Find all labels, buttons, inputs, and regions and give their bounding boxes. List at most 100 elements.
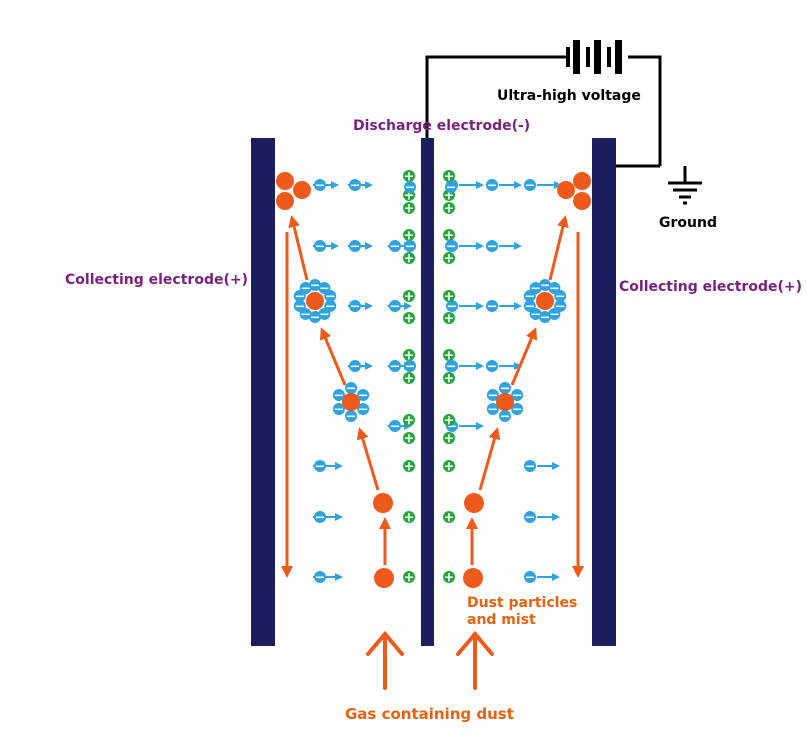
particle-path-arrow [288, 215, 309, 281]
positive-ion: + [403, 372, 415, 387]
svg-text:−: − [346, 410, 357, 425]
svg-text:+: + [404, 349, 415, 364]
svg-text:−: − [315, 511, 326, 526]
svg-text:−: − [325, 299, 336, 314]
particle-path-arrow [510, 327, 538, 386]
svg-text:+: + [444, 432, 455, 447]
charged-dust-particle: −−−−−− [486, 382, 524, 425]
svg-text:+: + [444, 170, 455, 185]
svg-text:−: − [530, 307, 541, 322]
negative-ion: − [486, 240, 498, 255]
svg-text:−: − [346, 382, 357, 397]
svg-text:+: + [404, 202, 415, 217]
charged-dust-particle: −−−−−−−−−− [293, 279, 337, 326]
negative-ion: − [445, 240, 457, 255]
particle-path-arrow [356, 427, 380, 491]
positive-ion: + [443, 229, 455, 244]
negative-ion: − [349, 179, 361, 194]
ground-label: Ground [659, 215, 717, 231]
dust-particles-label-line2: and mist [467, 611, 536, 628]
positive-ion: + [403, 290, 415, 305]
svg-text:+: + [404, 414, 415, 429]
svg-text:−: − [524, 290, 535, 305]
collected-dust [293, 181, 311, 199]
negative-ion: − [524, 460, 536, 475]
svg-text:−: − [446, 181, 457, 196]
svg-text:+: + [404, 290, 415, 305]
svg-text:+: + [444, 349, 455, 364]
negative-ion: − [524, 179, 536, 194]
positive-ion: + [403, 312, 415, 327]
svg-text:−: − [315, 571, 326, 586]
collected-dust [557, 181, 575, 199]
svg-text:−: − [310, 279, 321, 294]
svg-text:−: − [358, 389, 369, 404]
negative-ion: − [389, 240, 401, 255]
dust-particle [373, 493, 393, 513]
svg-text:+: + [404, 189, 415, 204]
svg-text:−: − [390, 240, 401, 255]
collected-dust [573, 192, 591, 210]
svg-text:+: + [404, 312, 415, 327]
svg-text:−: − [405, 240, 416, 255]
positive-ion: + [403, 414, 415, 429]
svg-text:−: − [524, 299, 535, 314]
svg-text:−: − [530, 282, 541, 297]
svg-text:−: − [446, 240, 457, 255]
svg-text:+: + [444, 460, 455, 475]
negative-ion: − [446, 300, 458, 315]
svg-text:−: − [487, 240, 498, 255]
negative-ion: − [445, 360, 457, 375]
collected-dust [276, 192, 294, 210]
positive-ion: + [443, 170, 455, 185]
collecting-electrode-right [592, 138, 616, 646]
positive-ion: + [443, 252, 455, 267]
svg-text:−: − [390, 300, 401, 315]
svg-text:−: − [315, 240, 326, 255]
svg-text:−: − [319, 282, 330, 297]
svg-text:−: − [525, 460, 536, 475]
negative-ion: − [486, 179, 498, 194]
svg-text:+: + [404, 252, 415, 267]
battery-icon [566, 40, 622, 74]
svg-text:−: − [447, 300, 458, 315]
negative-ion: − [349, 300, 361, 315]
positive-ion: + [403, 252, 415, 267]
ground-icon [668, 166, 702, 205]
svg-text:−: − [540, 311, 551, 326]
svg-text:−: − [333, 403, 344, 418]
svg-text:−: − [350, 179, 361, 194]
positive-ion: + [443, 460, 455, 475]
svg-text:+: + [444, 312, 455, 327]
svg-text:+: + [404, 170, 415, 185]
positive-ion: + [443, 432, 455, 447]
collecting-electrode-right-label: Collecting electrode(+) [619, 279, 802, 295]
positive-ion: + [443, 414, 455, 429]
negative-ion: − [389, 360, 401, 375]
collecting-electrode-left-label: Collecting electrode(+) [65, 272, 248, 288]
svg-text:−: − [294, 299, 305, 314]
svg-text:−: − [487, 389, 498, 404]
svg-text:+: + [444, 414, 455, 429]
svg-text:−: − [549, 282, 560, 297]
svg-text:+: + [404, 511, 415, 526]
svg-text:+: + [444, 290, 455, 305]
svg-text:−: − [487, 300, 498, 315]
svg-text:−: − [333, 389, 344, 404]
negative-ion: − [524, 511, 536, 526]
positive-ion: + [403, 571, 415, 586]
svg-text:−: − [525, 511, 536, 526]
svg-text:+: + [404, 460, 415, 475]
svg-text:−: − [358, 403, 369, 418]
positive-ion: + [443, 290, 455, 305]
svg-text:−: − [310, 311, 321, 326]
particle-layer: −−−−−−−−−−−−−−−−−−−−−−−−−−−−−−−− [276, 172, 591, 588]
discharge-electrode [421, 138, 434, 646]
svg-text:−: − [446, 360, 457, 375]
negative-ion: − [404, 181, 416, 196]
particle-path-arrow [478, 427, 501, 491]
negative-ion: − [349, 240, 361, 255]
negative-ion: − [389, 300, 401, 315]
negative-ion: − [445, 181, 457, 196]
svg-text:−: − [525, 179, 536, 194]
